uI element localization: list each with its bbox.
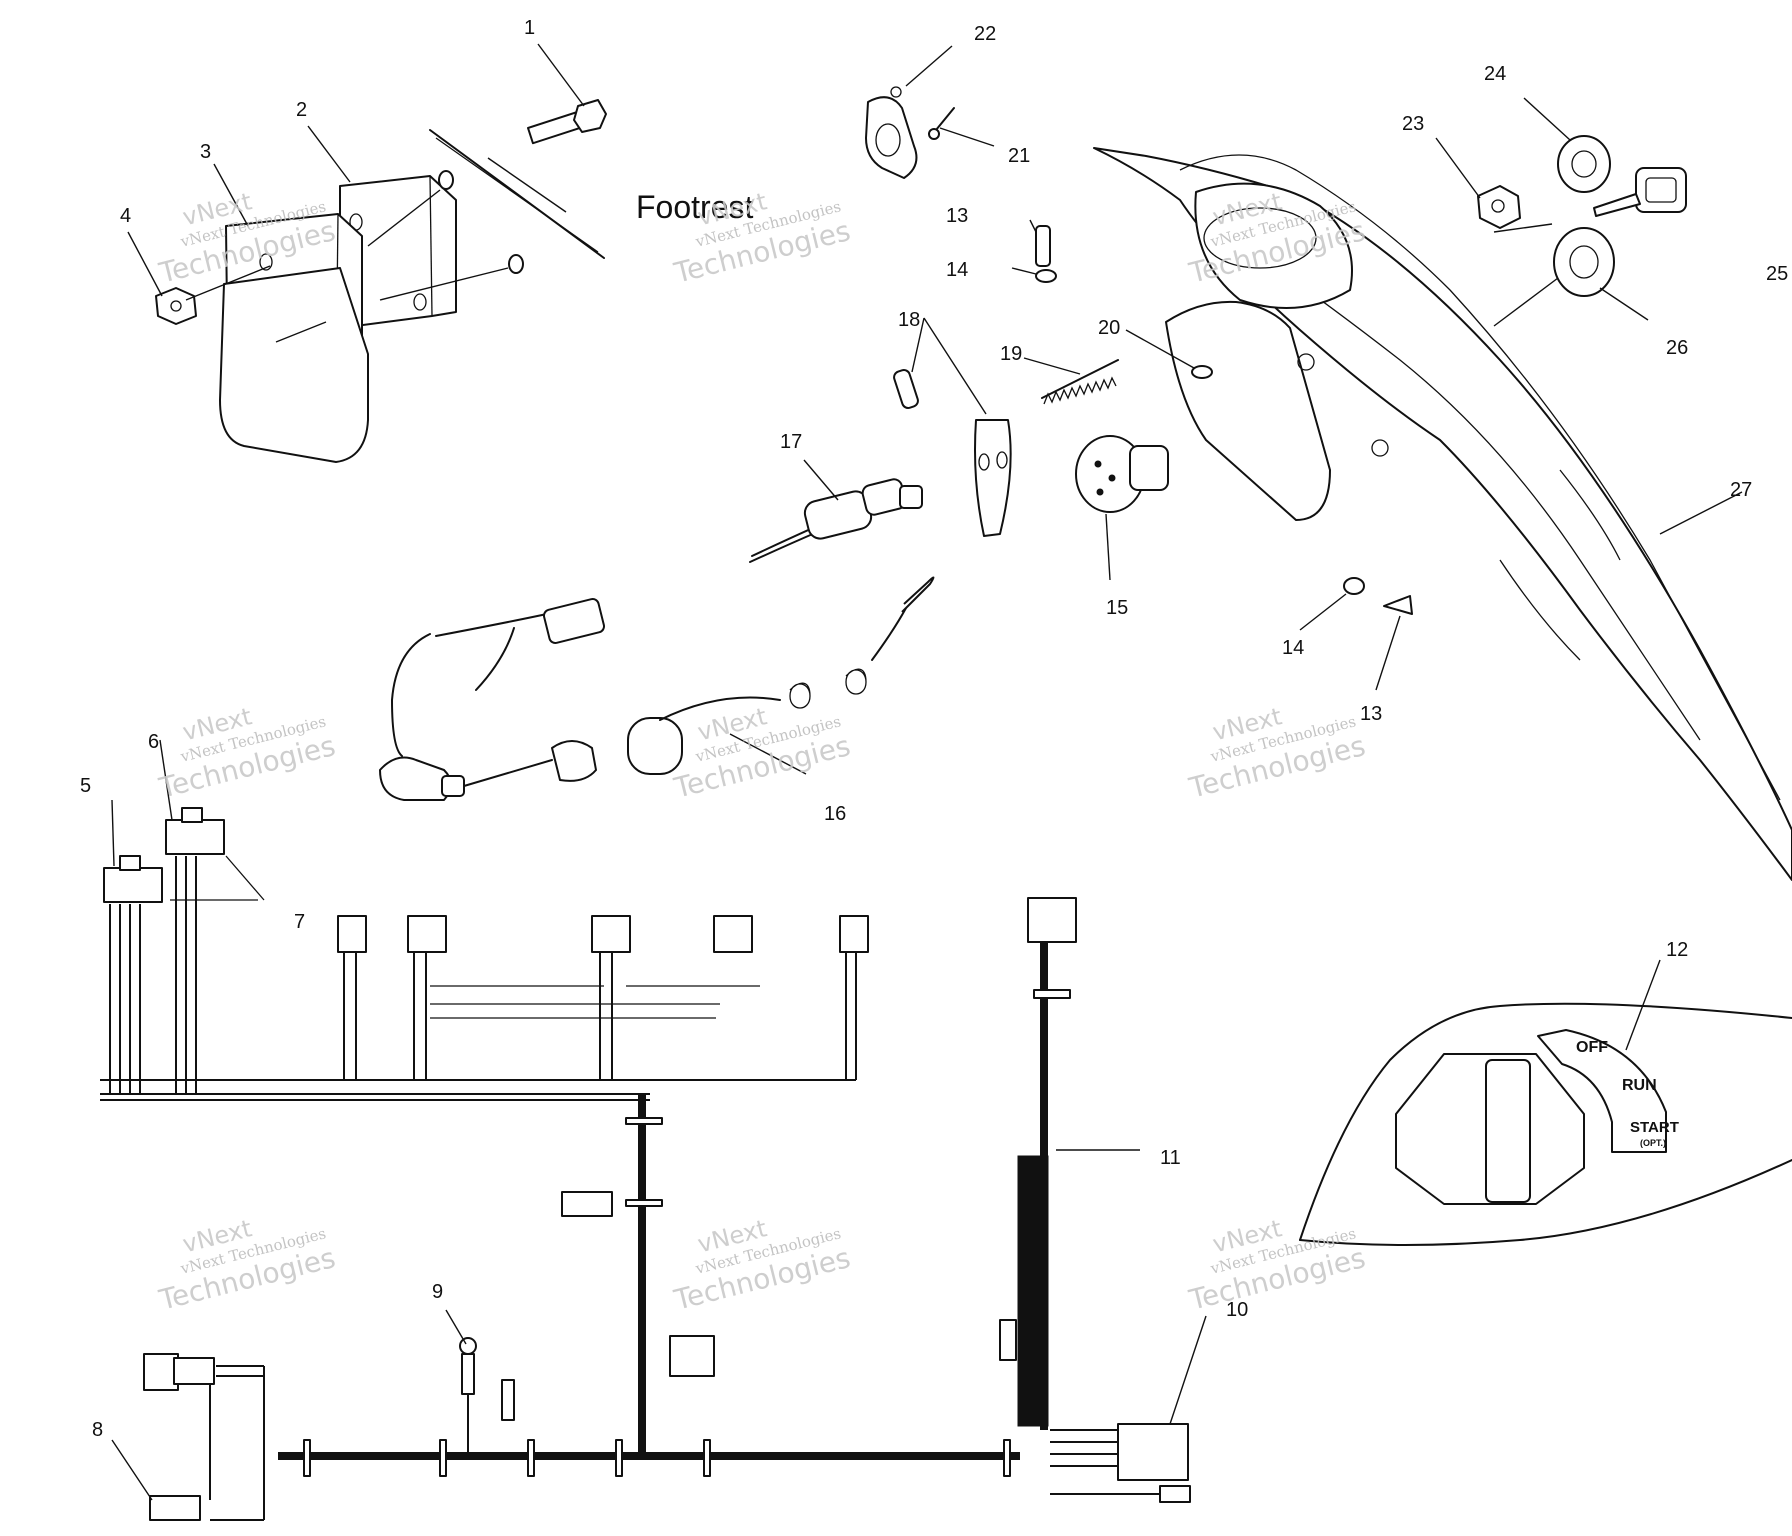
footrest-label: Footrest — [636, 189, 753, 225]
switch-label-start: START — [1630, 1119, 1679, 1136]
callout-23: 23 — [1402, 113, 1424, 135]
footrest-assembly — [155, 99, 607, 463]
connector-part-5 — [103, 867, 163, 903]
key-part-25 — [1593, 167, 1687, 217]
callout-22: 22 — [974, 23, 996, 45]
callout-26: 26 — [1666, 337, 1688, 359]
harness-connectors-top — [337, 897, 1077, 953]
leader-lines — [111, 43, 1743, 1501]
callout-8: 8 — [92, 1419, 103, 1441]
cap-part-18 — [893, 369, 1012, 537]
spacer-block-part-2 — [339, 175, 457, 329]
callout-16: 16 — [824, 803, 846, 825]
callout-21: 21 — [1008, 145, 1030, 167]
callout-20: 20 — [1098, 317, 1120, 339]
callout-15: 15 — [1106, 597, 1128, 619]
washer — [438, 170, 454, 190]
callout-18: 18 — [898, 309, 920, 331]
tether-lanyard-part-16 — [379, 576, 935, 801]
connector-part-10 — [1050, 1423, 1191, 1503]
footrest-pad — [219, 267, 369, 463]
bezel-part-26 — [1553, 227, 1615, 297]
callout-17: 17 — [780, 431, 802, 453]
callout-14b: 14 — [1282, 637, 1304, 659]
sensor-part-17 — [749, 478, 923, 563]
wiring-harness — [100, 807, 1191, 1521]
spring-part-19 — [1041, 359, 1119, 405]
switch-label-run: RUN — [1622, 1077, 1657, 1094]
callout-4: 4 — [120, 205, 131, 227]
callout-19: 19 — [1000, 343, 1022, 365]
switch-label-opt: (OPT.) — [1640, 1138, 1666, 1148]
callout-27: 27 — [1730, 479, 1752, 501]
callout-1: 1 — [524, 17, 535, 39]
callout-6: 6 — [148, 731, 159, 753]
callout-10: 10 — [1226, 1299, 1248, 1321]
console-hood-part-27 — [1093, 147, 1792, 881]
bezel-part-24 — [1557, 135, 1611, 193]
callout-7: 7 — [294, 911, 305, 933]
hardware-parts-13-14-20 — [1035, 225, 1413, 615]
washer — [508, 254, 524, 274]
connector-part-8 — [143, 1353, 265, 1521]
callouts: 1 2 3 4 5 6 7 8 9 10 11 12 13 14 13 14 1… — [80, 17, 1788, 1441]
callout-2: 2 — [296, 99, 307, 121]
bolt-part-1 — [527, 99, 607, 145]
bracket-part-22 — [865, 86, 918, 179]
callout-13a: 13 — [946, 205, 968, 227]
callout-13b: 13 — [1360, 703, 1382, 725]
callout-14a: 14 — [946, 259, 968, 281]
callout-12: 12 — [1666, 939, 1688, 961]
callout-11: 11 — [1160, 1147, 1181, 1169]
callout-25: 25 — [1766, 263, 1788, 285]
callout-24: 24 — [1484, 63, 1506, 85]
nut-part-23 — [1477, 185, 1521, 229]
callout-5: 5 — [80, 775, 91, 797]
ignition-switch-panel-part-12: OFF RUN START (OPT.) — [1299, 1002, 1792, 1246]
key-switch-part-15 — [1075, 435, 1169, 513]
callout-3: 3 — [200, 141, 211, 163]
footrest-frame-line — [429, 129, 605, 259]
callout-9: 9 — [432, 1281, 443, 1303]
ring-terminal-part-9 — [459, 1337, 515, 1456]
connector-part-6 — [165, 819, 225, 855]
nut-part-4 — [155, 287, 197, 325]
switch-label-off: OFF — [1576, 1039, 1608, 1056]
screw-part-21 — [928, 107, 955, 140]
